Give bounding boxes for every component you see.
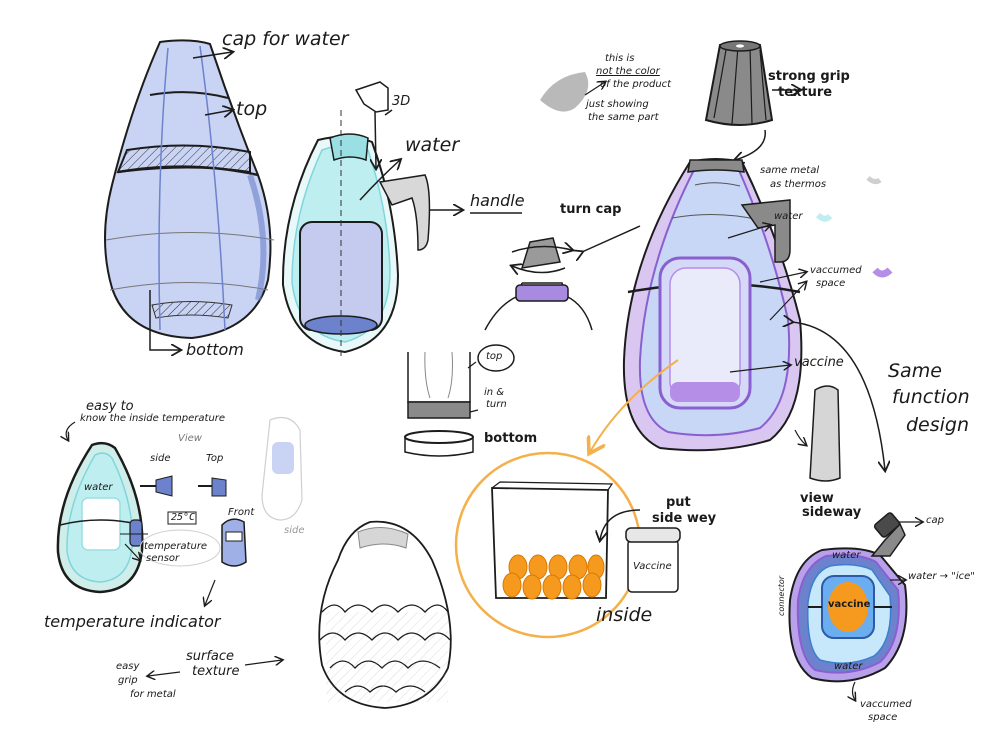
label-strong-grip-1: strong grip [768,69,850,84]
label-vaccine-jar: Vaccine [633,561,672,572]
label-handle: handle [470,191,525,210]
label-top-view: Top [206,453,224,464]
note-line-1: this is [605,53,635,64]
label-in-turn-1: in & [484,387,505,398]
label-vaccumed-space-1: vaccumed [810,265,862,276]
label-bottom-small: bottom [484,431,538,446]
label-in-turn-2: turn [486,399,507,410]
label-vaccumed-space-bottom-2: space [868,712,898,723]
label-put: put [666,495,691,510]
label-temp-sensor-1: temperature [144,541,208,552]
inside-detail-sketch [454,359,681,639]
label-top-circle: top [486,351,503,362]
temperature-reading: 25°C [171,512,196,523]
label-surface: surface [186,649,235,664]
cross-section-sketch [788,512,922,700]
label-water-handle-bottle: water [405,134,460,156]
label-side-faint: side [284,525,305,536]
side-view-tube-sketch [794,385,841,482]
surface-texture-egg-sketch [148,520,452,709]
label-design: design [906,414,970,436]
label-function: function [892,386,970,408]
label-texture: texture [192,664,240,679]
label-turn-cap: turn cap [560,202,622,217]
note-line-4: just showing [586,99,649,110]
teardrop-bottle-sketch [104,39,275,350]
label-view: View [178,433,202,444]
label-vaccumed-space-2: space [816,278,846,289]
label-bottom: bottom [186,340,244,359]
label-vaccine-center: vaccine [828,599,871,610]
turn-cap-sketch [484,225,641,331]
label-easy: easy [116,661,140,672]
color-note-and-grip-cap [540,40,800,160]
label-strong-grip-2: texture [778,85,833,100]
note-line-3: of the product [600,79,672,90]
label-temp-sensor-2: sensor [146,553,180,564]
label-view-sideway-1: view [800,491,834,506]
label-same-metal-2: as thermos [770,179,827,190]
label-side-wey: side wey [652,511,717,526]
label-water-right: water [774,211,803,222]
label-same: Same [888,360,942,382]
label-water-top: water [832,550,861,561]
note-line-5: the same part [588,112,659,123]
label-side-view: side [150,453,171,464]
label-for-metal: for metal [130,689,176,700]
label-water-bottom: water [834,661,863,672]
label-same-metal-1: same metal [760,165,820,176]
temperature-indicator-bottle-sketch [56,417,303,605]
label-know-temp: know the inside temperature [80,413,226,424]
label-water-ice: water → "ice" [908,571,975,582]
label-temperature-indicator: temperature indicator [44,612,221,631]
label-inside: inside [596,604,653,626]
label-connector: connector [777,575,786,616]
vaccine-vials [502,554,605,600]
label-easy-to: easy to [86,399,134,414]
top-bottom-assembly-sketch [404,344,515,457]
label-vaccumed-space-bottom-1: vaccumed [860,699,912,710]
vaccine-bottle-sketch [622,158,893,470]
label-grip: grip [118,675,138,686]
note-line-2: not the color [596,66,660,77]
handle-bottle-sketch [281,81,522,360]
label-top: top [236,98,268,120]
label-cap: cap [926,515,944,526]
label-3d: 3D [392,94,411,109]
label-cap-for-water: cap for water [222,28,349,50]
label-water-left: water [84,482,113,493]
label-view-sideway-2: sideway [802,505,862,520]
label-front-view: Front [228,507,255,518]
label-vaccine-right: vaccine [794,355,844,370]
